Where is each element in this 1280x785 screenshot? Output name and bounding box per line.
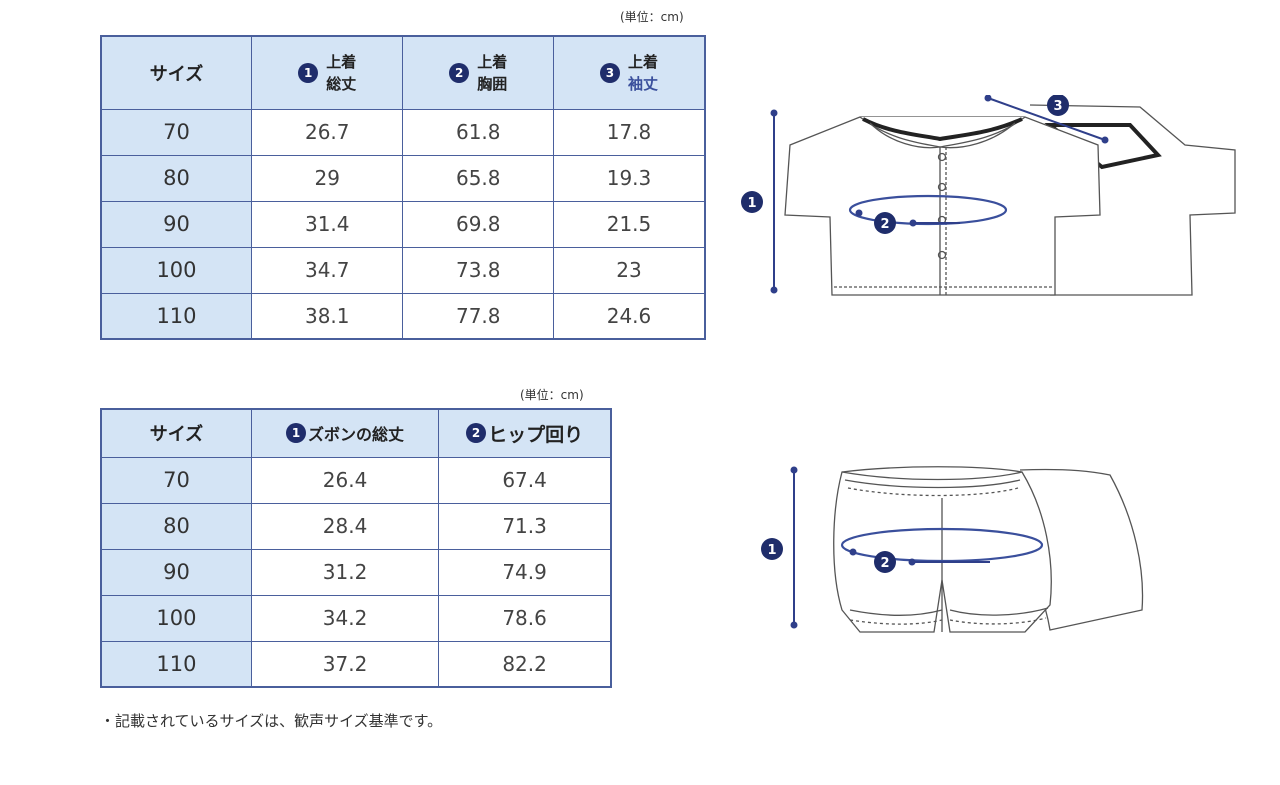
cell-chest: 77.8 [402,292,554,340]
cell-sleeve: 23 [552,246,706,294]
top-unit-label: (単位：cm) [620,10,684,24]
row-size: 100 [100,246,252,294]
row-size: 110 [100,640,252,688]
marker-3-icon: 3 [599,62,620,83]
row-size: 90 [100,200,252,248]
cell-hip: 82.2 [438,640,612,688]
col3-line2: 袖丈 [627,74,658,93]
cell-sleeve: 24.6 [552,292,706,340]
marker-2-label: 2 [880,556,889,571]
hip-label: ヒップ回り [488,423,584,446]
table-row: 100 34.7 73.8 23 [100,246,706,294]
table-row: 90 31.2 74.9 [100,548,612,596]
size-note: ・記載されているサイズは、歓声サイズ基準です。 [100,712,443,730]
cell-pants-length: 26.4 [250,456,440,504]
size-header-label: サイズ [149,424,204,446]
row-size: 90 [100,548,252,596]
cell-length: 31.4 [250,200,404,248]
marker-2-icon: 2 [449,62,470,83]
cell-sleeve: 21.5 [552,200,706,248]
cell-pants-length: 28.4 [250,502,440,550]
col2-line2: 胸囲 [477,74,508,93]
table-row: 110 37.2 82.2 [100,640,612,688]
size-header-label: サイズ [149,63,204,85]
marker-2-icon: 2 [466,423,487,444]
cell-length: 34.7 [250,246,404,294]
marker-1-label: 1 [767,543,776,558]
table-row: 110 38.1 77.8 24.6 [100,292,706,340]
top-size-table: サイズ 1 上着総丈 2 上着胸囲 3 上着袖丈 70 26.7 61.8 17… [100,35,706,340]
cell-sleeve: 19.3 [552,154,706,202]
row-size: 80 [100,502,252,550]
marker-2-label: 2 [880,217,889,232]
cell-hip: 78.6 [438,594,612,642]
table-row: 80 28.4 71.3 [100,502,612,550]
row-size: 80 [100,154,252,202]
cell-chest: 69.8 [402,200,554,248]
marker-3-label: 3 [1053,99,1062,114]
cell-hip: 67.4 [438,456,612,504]
table-row: 70 26.4 67.4 [100,456,612,504]
table-row: 80 29 65.8 19.3 [100,154,706,202]
cell-length: 26.7 [250,108,404,156]
marker-2-icon [874,551,896,573]
col1-line1: 上着 [326,52,357,71]
cell-chest: 65.8 [402,154,554,202]
cell-chest: 73.8 [402,246,554,294]
table-row: 70 26.7 61.8 17.8 [100,108,706,156]
bottom-unit-label: (単位：cm) [520,388,584,402]
pants-length-label: ズボンの総丈 [308,425,405,445]
cell-hip: 74.9 [438,548,612,596]
table-row: 100 34.2 78.6 [100,594,612,642]
cell-length: 38.1 [250,292,404,340]
cell-pants-length: 34.2 [250,594,440,642]
cell-pants-length: 37.2 [250,640,440,688]
row-size: 70 [100,108,252,156]
top-header-col2: 2 上着胸囲 [402,35,554,110]
cell-hip: 71.3 [438,502,612,550]
pants-illustration: 1 2 [761,466,1144,633]
top-header-row: サイズ 1 上着総丈 2 上着胸囲 3 上着袖丈 [100,35,706,110]
marker-3-icon [1047,95,1069,116]
top-header-col1: 1 上着総丈 [250,35,404,110]
top-header-col3: 3 上着袖丈 [552,35,706,110]
cell-pants-length: 31.2 [250,548,440,596]
row-size: 70 [100,456,252,504]
bottom-header-size: サイズ [100,408,252,458]
cell-chest: 61.8 [402,108,554,156]
row-size: 110 [100,292,252,340]
marker-1-label: 1 [747,196,756,211]
marker-1-icon: 1 [298,62,319,83]
col3-line1: 上着 [627,52,658,71]
shirt-illustration: 1 2 3 [741,95,1236,296]
col1-line2: 総丈 [326,74,357,93]
marker-1-icon [741,191,763,213]
cell-sleeve: 17.8 [552,108,706,156]
marker-1-icon [761,538,783,560]
marker-1-icon: 1 [286,423,307,444]
col2-line1: 上着 [477,52,508,71]
table-row: 90 31.4 69.8 21.5 [100,200,706,248]
marker-2-icon [874,212,896,234]
cell-length: 29 [250,154,404,202]
row-size: 100 [100,594,252,642]
top-header-size: サイズ [100,35,252,110]
